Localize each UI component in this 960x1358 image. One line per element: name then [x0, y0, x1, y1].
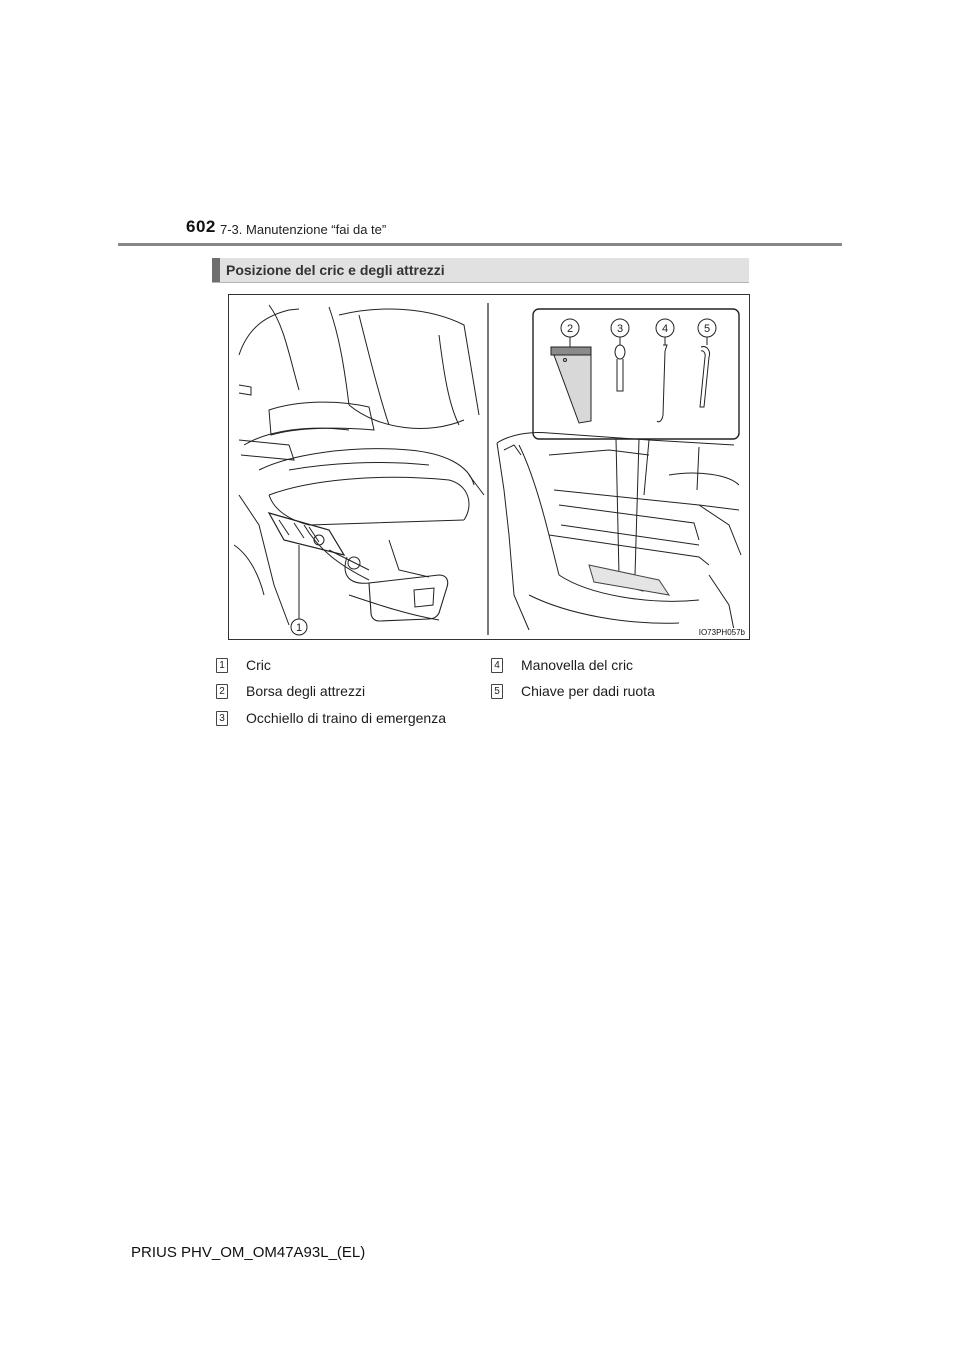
- header-rule: [118, 243, 842, 246]
- document-footer: PRIUS PHV_OM_OM47A93L_(EL): [131, 1244, 365, 1261]
- section-title: 7-3. Manutenzione “fai da te”: [220, 222, 386, 237]
- legend-number: 4: [491, 658, 503, 673]
- legend-item: 5 Chiave per dadi ruota: [491, 683, 655, 699]
- legend-label: Chiave per dadi ruota: [521, 683, 655, 699]
- legend-number: 3: [216, 711, 228, 726]
- illustration: 1 2 3 4 5 IO73PH057b: [228, 294, 750, 640]
- heading-accent: [212, 258, 220, 282]
- seat-drawing: [234, 305, 484, 635]
- page-number: 602: [186, 217, 216, 237]
- callout-2: 2: [567, 323, 573, 335]
- legend-item: 4 Manovella del cric: [491, 657, 633, 673]
- section-heading-text: Posizione del cric e degli attrezzi: [226, 262, 445, 278]
- trunk-drawing: [497, 432, 741, 630]
- callout-4: 4: [662, 323, 668, 335]
- legend-label: Borsa degli attrezzi: [246, 683, 365, 699]
- legend-number: 1: [216, 658, 228, 673]
- jack-and-tools-illustration: 1 2 3 4 5: [229, 295, 749, 639]
- legend-item: 1 Cric: [216, 657, 271, 673]
- legend-label: Cric: [246, 657, 271, 673]
- legend-number: 2: [216, 684, 228, 699]
- section-heading: Posizione del cric e degli attrezzi: [212, 258, 749, 283]
- legend-label: Occhiello di traino di emergenza: [246, 710, 446, 726]
- legend-item: 2 Borsa degli attrezzi: [216, 683, 365, 699]
- tools-inset: [533, 309, 739, 575]
- callout-5: 5: [704, 323, 710, 335]
- callout-1: 1: [296, 622, 302, 634]
- legend-label: Manovella del cric: [521, 657, 633, 673]
- legend-item: 3 Occhiello di traino di emergenza: [216, 710, 446, 726]
- legend-number: 5: [491, 684, 503, 699]
- callout-3: 3: [617, 323, 623, 335]
- figure-id: IO73PH057b: [697, 628, 747, 637]
